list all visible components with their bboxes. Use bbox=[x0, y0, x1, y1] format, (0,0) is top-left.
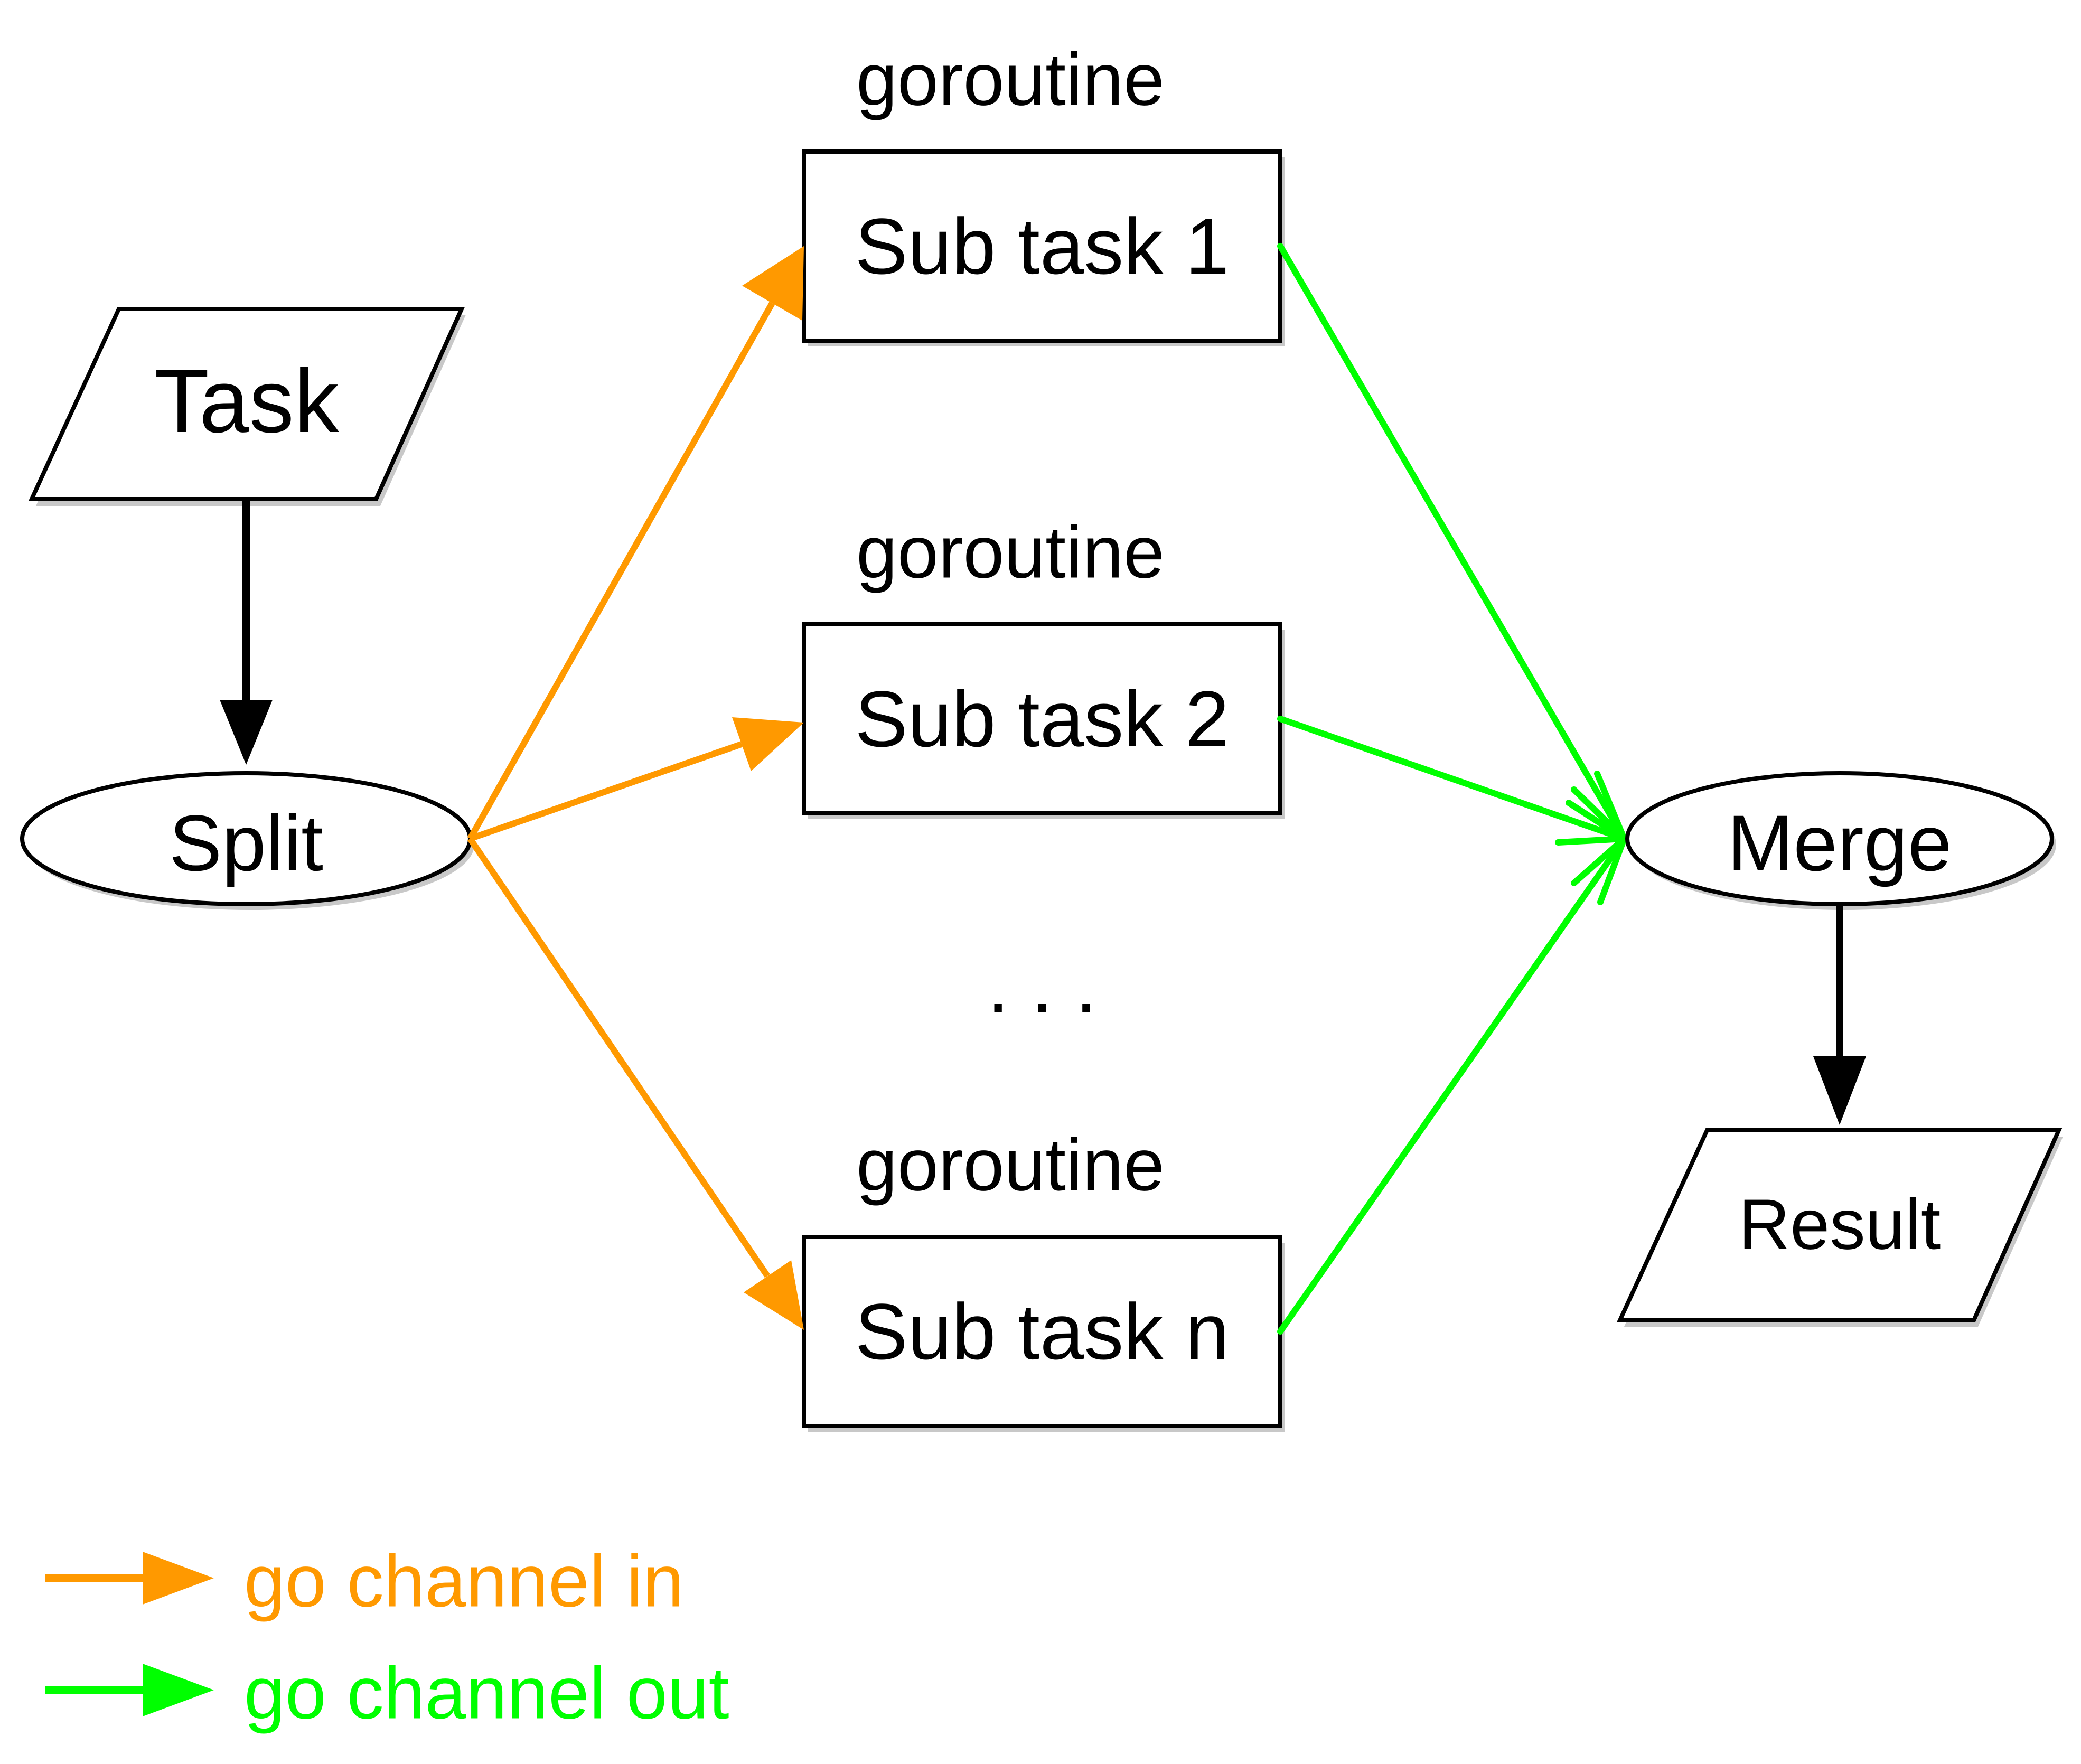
subtask-n-box: Sub task n bbox=[802, 1235, 1285, 1432]
split-node: Split bbox=[20, 771, 474, 910]
legend-item-channel-out: go channel out bbox=[45, 1652, 729, 1734]
legend: go channel in go channel out bbox=[45, 1540, 729, 1734]
task-to-split-arrow bbox=[220, 499, 273, 765]
channel-in-arrow-n bbox=[467, 837, 804, 1330]
ellipsis: . . . bbox=[987, 941, 1097, 1029]
goroutine-label-2: goroutine bbox=[856, 511, 1165, 594]
goroutine-label-1: goroutine bbox=[856, 38, 1165, 121]
subtask-2-box: Sub task 2 bbox=[802, 622, 1285, 819]
legend-label-channel-out: go channel out bbox=[244, 1652, 729, 1734]
channel-in-arrow-1 bbox=[467, 246, 804, 840]
channel-in-arrow-2 bbox=[469, 717, 804, 842]
merge-to-result-arrow bbox=[1813, 904, 1866, 1125]
merge-node: Merge bbox=[1625, 771, 2056, 910]
channel-out-arrow-1 bbox=[1277, 243, 1627, 842]
legend-item-channel-in: go channel in bbox=[45, 1540, 684, 1622]
split-label: Split bbox=[169, 799, 323, 887]
result-node: Result bbox=[1616, 1128, 2063, 1327]
task-label: Task bbox=[154, 351, 340, 452]
subtask-2-label: Sub task 2 bbox=[855, 674, 1230, 763]
subtask-n-label: Sub task n bbox=[855, 1287, 1230, 1376]
legend-label-channel-in: go channel in bbox=[244, 1540, 684, 1622]
goroutine-label-n: goroutine bbox=[856, 1123, 1165, 1206]
subtask-1-label: Sub task 1 bbox=[855, 202, 1230, 290]
merge-label: Merge bbox=[1727, 799, 1952, 887]
channel-out-arrow-2 bbox=[1277, 716, 1634, 846]
subtask-1-box: Sub task 1 bbox=[802, 149, 1285, 346]
result-label: Result bbox=[1739, 1185, 1941, 1264]
task-node: Task bbox=[28, 307, 466, 506]
channel-out-arrow-n bbox=[1277, 836, 1627, 1335]
